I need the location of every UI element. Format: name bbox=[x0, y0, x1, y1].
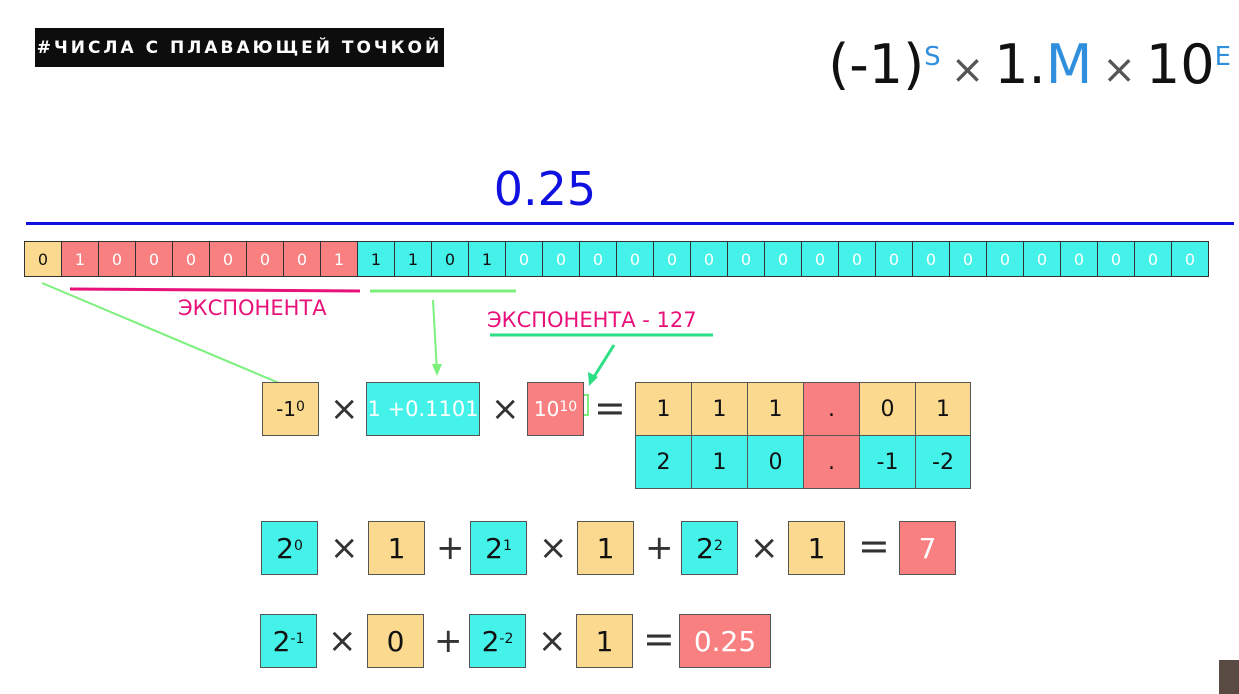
mantissa-factor-box: 1 +0.1101 bbox=[366, 382, 480, 436]
grid-top-cell: 1 bbox=[635, 382, 692, 436]
multiplier-box: 1 bbox=[788, 521, 845, 575]
multiplier-box: 0 bbox=[367, 614, 424, 668]
exponent-bit: 1 bbox=[61, 241, 99, 277]
formula-sign-part: (-1) bbox=[828, 33, 925, 96]
mantissa-bit: 0 bbox=[838, 241, 876, 277]
power-exp: -2 bbox=[499, 631, 514, 647]
mantissa-bit: 0 bbox=[801, 241, 839, 277]
formula-times-1: × bbox=[950, 47, 985, 93]
mantissa-arrowhead bbox=[432, 364, 442, 376]
grid-bottom-cell: 1 bbox=[691, 435, 748, 489]
power-base: 2 bbox=[481, 624, 500, 658]
exponent-bit: 0 bbox=[246, 241, 284, 277]
equals-sign: = bbox=[858, 524, 890, 568]
power-box: 2-1 bbox=[260, 614, 317, 668]
power-base: 2 bbox=[485, 531, 503, 565]
grid-top-cell: 1 bbox=[747, 382, 804, 436]
grid-top-cell: 0 bbox=[859, 382, 916, 436]
equals-sign: = bbox=[643, 617, 675, 661]
sign-factor-pow: 0 bbox=[296, 399, 305, 415]
exponent-arrowhead bbox=[588, 372, 598, 386]
mantissa-bit: 0 bbox=[616, 241, 654, 277]
grid-bottom-cell: -1 bbox=[859, 435, 916, 489]
mantissa-bit: 0 bbox=[764, 241, 802, 277]
exponent-underline bbox=[69, 287, 361, 293]
times-sign: × bbox=[330, 389, 359, 429]
times-sign: × bbox=[538, 621, 567, 661]
power-base: 2 bbox=[696, 531, 714, 565]
times-sign: × bbox=[491, 389, 520, 429]
mantissa-bit: 0 bbox=[912, 241, 950, 277]
value-underline bbox=[26, 222, 1234, 225]
plus-sign: + bbox=[434, 621, 463, 661]
plus-sign: + bbox=[645, 528, 674, 568]
mantissa-bit: 0 bbox=[1171, 241, 1209, 277]
exponent-minus-label: ЭКСПОНЕНТА - 127 bbox=[487, 308, 697, 332]
mantissa-bit: 1 bbox=[357, 241, 395, 277]
sign-bit: 0 bbox=[24, 241, 62, 277]
bit-row: 0 1 0 0 0 0 0 0 1 1 1 0 1 0 0 0 0 0 0 0 … bbox=[24, 241, 1209, 277]
plus-sign: + bbox=[436, 528, 465, 568]
exponent-factor-pow: 10 bbox=[559, 399, 578, 415]
times-sign: × bbox=[539, 528, 568, 568]
exponent-arrow bbox=[590, 344, 616, 381]
power-exp: 2 bbox=[713, 538, 723, 554]
grid-bottom-cell: . bbox=[803, 435, 860, 489]
equals-sign: = bbox=[594, 386, 626, 430]
power-base: 2 bbox=[276, 531, 294, 565]
formula-e: E bbox=[1214, 42, 1231, 72]
power-box: 2-2 bbox=[469, 614, 526, 668]
sign-arrow bbox=[41, 282, 299, 392]
multiplier-box: 1 bbox=[368, 521, 425, 575]
mantissa-bit: 0 bbox=[1060, 241, 1098, 277]
mantissa-bit: 1 bbox=[394, 241, 432, 277]
exponent-factor-base: 10 bbox=[533, 397, 560, 421]
grid-top-cell: 1 bbox=[691, 382, 748, 436]
multiplier-box: 1 bbox=[577, 521, 634, 575]
times-sign: × bbox=[328, 621, 357, 661]
exponent-label: ЭКСПОНЕНТА bbox=[178, 296, 327, 320]
times-sign: × bbox=[330, 528, 359, 568]
grid-bottom-cell: 2 bbox=[635, 435, 692, 489]
presenter-thumbnail bbox=[1219, 660, 1239, 694]
mantissa-bit: 0 bbox=[690, 241, 728, 277]
power-exp: 1 bbox=[502, 538, 512, 554]
value-title: 0.25 bbox=[493, 162, 597, 216]
mantissa-bit: 0 bbox=[727, 241, 765, 277]
topic-tag: #ЧИСЛА С ПЛАВАЮЩЕЙ ТОЧКОЙ bbox=[35, 28, 444, 67]
mantissa-bit: 0 bbox=[1023, 241, 1061, 277]
formula-ten: 10 bbox=[1145, 33, 1215, 96]
times-sign: × bbox=[750, 528, 779, 568]
mantissa-bit: 0 bbox=[875, 241, 913, 277]
grid-bottom-cell: 0 bbox=[747, 435, 804, 489]
power-exp: -1 bbox=[290, 631, 305, 647]
exponent-bit: 0 bbox=[172, 241, 210, 277]
formula-times-2: × bbox=[1102, 47, 1136, 93]
result-box: 7 bbox=[899, 521, 956, 575]
result-box: 0.25 bbox=[679, 614, 771, 668]
grid-top-cell: 1 bbox=[915, 382, 971, 436]
power-exp: 0 bbox=[293, 538, 303, 554]
mantissa-bit: 0 bbox=[986, 241, 1024, 277]
grid-bottom-cell: -2 bbox=[915, 435, 971, 489]
mantissa-arrow bbox=[432, 299, 438, 373]
power-base: 2 bbox=[272, 624, 291, 658]
multiplier-box: 1 bbox=[576, 614, 633, 668]
sign-factor-base: -1 bbox=[276, 397, 297, 421]
formula-s: S bbox=[924, 42, 941, 72]
float-formula: (-1)S×1.M×10E bbox=[828, 30, 1231, 105]
formula-one: 1. bbox=[994, 33, 1046, 96]
formula-m: M bbox=[1045, 33, 1093, 96]
exponent-bit: 0 bbox=[98, 241, 136, 277]
grid-top-cell: . bbox=[803, 382, 860, 436]
